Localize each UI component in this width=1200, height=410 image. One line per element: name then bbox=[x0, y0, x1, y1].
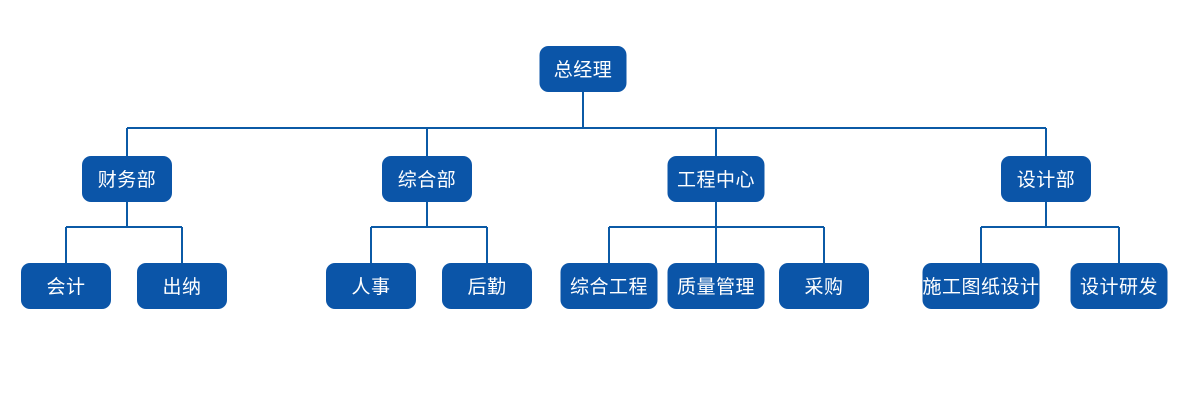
org-node-box-root bbox=[539, 46, 627, 92]
org-node-cashier[interactable]: 出纳 bbox=[137, 263, 227, 309]
org-node-label-cashier: 出纳 bbox=[162, 276, 201, 298]
org-node-box-cashier bbox=[137, 263, 227, 309]
org-node-label-hr: 人事 bbox=[351, 276, 390, 298]
org-node-general-engineering[interactable]: 综合工程 bbox=[560, 263, 658, 309]
org-node-label-design-rd: 设计研发 bbox=[1080, 276, 1158, 298]
org-node-label-design: 设计部 bbox=[1017, 169, 1076, 191]
connector-layer bbox=[65, 92, 1120, 263]
org-node-root[interactable]: 总经理 bbox=[539, 46, 627, 92]
org-node-design-rd[interactable]: 设计研发 bbox=[1070, 263, 1168, 309]
org-node-finance[interactable]: 财务部 bbox=[82, 156, 172, 202]
org-node-box-quality-management bbox=[667, 263, 765, 309]
org-node-box-engineering bbox=[667, 156, 765, 202]
org-node-label-root: 总经理 bbox=[554, 59, 613, 81]
org-node-engineering[interactable]: 工程中心 bbox=[667, 156, 765, 202]
org-node-box-accounting bbox=[21, 263, 111, 309]
org-node-box-procurement bbox=[779, 263, 869, 309]
org-node-construction-drawing-design[interactable]: 施工图纸设计 bbox=[922, 263, 1040, 309]
org-node-accounting[interactable]: 会计 bbox=[21, 263, 111, 309]
org-node-label-general-engineering: 综合工程 bbox=[570, 276, 648, 298]
org-node-box-logistics bbox=[442, 263, 532, 309]
org-node-logistics[interactable]: 后勤 bbox=[442, 263, 532, 309]
org-node-box-hr bbox=[326, 263, 416, 309]
org-node-box-general bbox=[382, 156, 472, 202]
org-node-label-finance: 财务部 bbox=[98, 169, 157, 191]
org-node-label-procurement: 采购 bbox=[804, 276, 843, 298]
org-node-label-construction-drawing-design: 施工图纸设计 bbox=[922, 276, 1039, 298]
org-node-box-finance bbox=[82, 156, 172, 202]
org-node-label-logistics: 后勤 bbox=[467, 276, 506, 298]
org-node-label-general: 综合部 bbox=[398, 169, 457, 191]
org-node-label-accounting: 会计 bbox=[46, 276, 85, 298]
org-node-label-quality-management: 质量管理 bbox=[677, 276, 755, 298]
org-node-hr[interactable]: 人事 bbox=[326, 263, 416, 309]
org-node-general[interactable]: 综合部 bbox=[382, 156, 472, 202]
org-node-quality-management[interactable]: 质量管理 bbox=[667, 263, 765, 309]
org-node-label-engineering: 工程中心 bbox=[677, 169, 755, 191]
org-node-design[interactable]: 设计部 bbox=[1001, 156, 1091, 202]
org-node-box-construction-drawing-design bbox=[922, 263, 1040, 309]
org-node-box-design bbox=[1001, 156, 1091, 202]
org-node-box-design-rd bbox=[1070, 263, 1168, 309]
org-node-procurement[interactable]: 采购 bbox=[779, 263, 869, 309]
org-node-box-general-engineering bbox=[560, 263, 658, 309]
